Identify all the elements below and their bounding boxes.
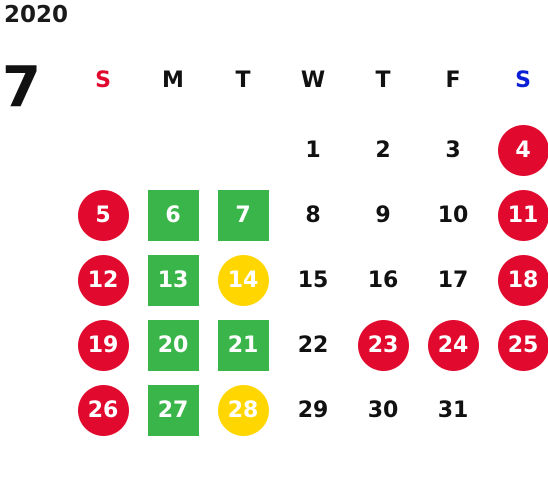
day-cell-20[interactable]: 20	[138, 313, 208, 378]
day-number: 11	[497, 190, 548, 241]
day-cell-10[interactable]: 10	[418, 183, 488, 248]
day-number: 26	[77, 385, 129, 436]
empty-cell	[138, 118, 208, 183]
day-number: 19	[77, 320, 129, 371]
day-cell-8[interactable]: 8	[278, 183, 348, 248]
day-number: 16	[367, 268, 399, 293]
day-cell-26[interactable]: 26	[68, 378, 138, 443]
day-number: 3	[445, 138, 461, 163]
day-number: 6	[147, 190, 199, 241]
day-cell-28[interactable]: 28	[208, 378, 278, 443]
day-number: 5	[77, 190, 129, 241]
day-cell-23[interactable]: 23	[348, 313, 418, 378]
day-number: 20	[147, 320, 199, 371]
day-number: 9	[375, 203, 391, 228]
day-cell-6[interactable]: 6	[138, 183, 208, 248]
day-number: 24	[427, 320, 479, 371]
day-cell-31[interactable]: 31	[418, 378, 488, 443]
day-number: 17	[437, 268, 469, 293]
weekday-monday: M	[162, 68, 184, 93]
day-number: 12	[77, 255, 129, 306]
weekday-wednesday: W	[300, 68, 326, 93]
day-cell-22[interactable]: 22	[278, 313, 348, 378]
day-cell-21[interactable]: 21	[208, 313, 278, 378]
day-number: 8	[305, 203, 321, 228]
day-number: 7	[217, 190, 269, 241]
day-number: 1	[305, 138, 321, 163]
day-number: 28	[217, 385, 269, 436]
day-number: 29	[297, 398, 329, 423]
day-number: 13	[147, 255, 199, 306]
day-cell-14[interactable]: 14	[208, 248, 278, 313]
year-label: 2020	[4, 2, 69, 28]
day-number: 22	[297, 333, 329, 358]
day-cell-27[interactable]: 27	[138, 378, 208, 443]
day-number: 25	[497, 320, 548, 371]
day-cell-9[interactable]: 9	[348, 183, 418, 248]
empty-cell	[208, 118, 278, 183]
day-cell-19[interactable]: 19	[68, 313, 138, 378]
day-cell-30[interactable]: 30	[348, 378, 418, 443]
empty-cell	[68, 118, 138, 183]
day-cell-2[interactable]: 2	[348, 118, 418, 183]
day-cell-7[interactable]: 7	[208, 183, 278, 248]
weekday-friday: F	[445, 68, 461, 93]
day-cell-24[interactable]: 24	[418, 313, 488, 378]
day-cell-12[interactable]: 12	[68, 248, 138, 313]
day-number: 27	[147, 385, 199, 436]
day-cell-16[interactable]: 16	[348, 248, 418, 313]
day-cell-5[interactable]: 5	[68, 183, 138, 248]
day-number: 18	[497, 255, 548, 306]
day-number: 4	[497, 125, 548, 176]
empty-cell	[488, 378, 548, 443]
day-cell-29[interactable]: 29	[278, 378, 348, 443]
weekday-sunday: S	[95, 68, 111, 93]
day-cell-15[interactable]: 15	[278, 248, 348, 313]
day-number: 15	[297, 268, 329, 293]
day-cell-18[interactable]: 18	[488, 248, 548, 313]
day-cell-13[interactable]: 13	[138, 248, 208, 313]
day-cell-25[interactable]: 25	[488, 313, 548, 378]
weekday-saturday: S	[515, 68, 531, 93]
day-number: 10	[437, 203, 469, 228]
day-cell-4[interactable]: 4	[488, 118, 548, 183]
day-cell-11[interactable]: 11	[488, 183, 548, 248]
weekday-tuesday: T	[235, 68, 251, 93]
day-number: 21	[217, 320, 269, 371]
day-number: 2	[375, 138, 391, 163]
month-number: 7	[2, 55, 41, 120]
day-number: 30	[367, 398, 399, 423]
day-cell-3[interactable]: 3	[418, 118, 488, 183]
day-number: 23	[357, 320, 409, 371]
day-number: 31	[437, 398, 469, 423]
day-cell-17[interactable]: 17	[418, 248, 488, 313]
weekday-thursday: T	[375, 68, 391, 93]
day-cell-1[interactable]: 1	[278, 118, 348, 183]
day-number: 14	[217, 255, 269, 306]
